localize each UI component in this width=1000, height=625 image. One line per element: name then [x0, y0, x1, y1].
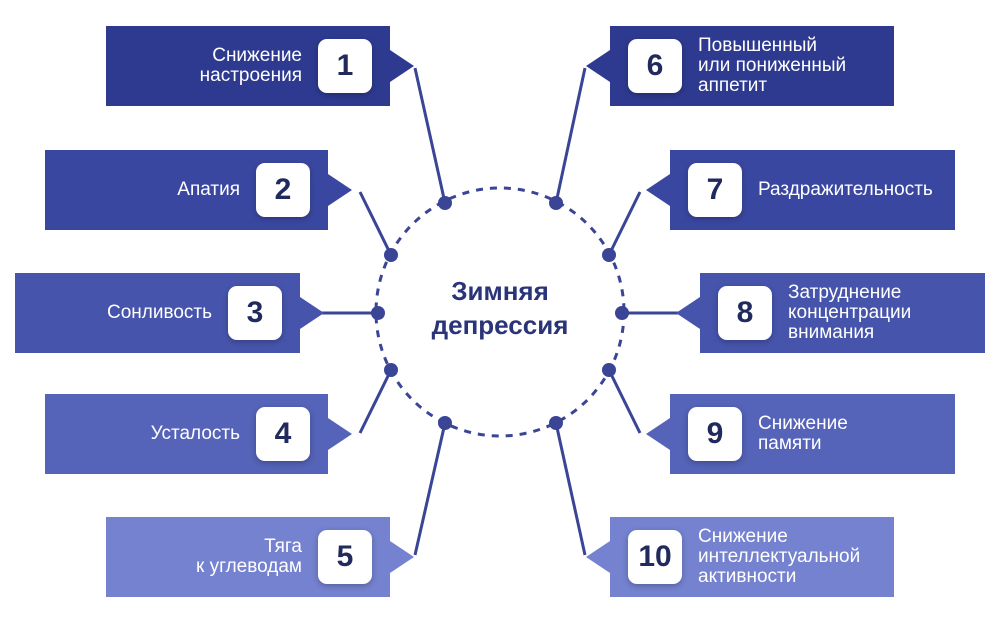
- connector-dot: [602, 363, 616, 377]
- connector-dot: [371, 306, 385, 320]
- connector-line: [358, 191, 393, 256]
- connector-line: [413, 67, 447, 204]
- pointer-arrow: [676, 297, 700, 329]
- connector-dot: [615, 306, 629, 320]
- pointer-arrow: [390, 541, 414, 573]
- symptom-box-1: Снижение настроения 1: [106, 26, 414, 106]
- pointer-arrow: [328, 418, 352, 450]
- connector-dot: [384, 363, 398, 377]
- pointer-arrow: [646, 418, 670, 450]
- pointer-arrow: [390, 50, 414, 82]
- center-title: Зимняя депрессия: [400, 274, 600, 342]
- center-title-line: депрессия: [431, 310, 569, 340]
- symptom-box-8: 8 Затруднение концентрации внимания: [676, 273, 985, 353]
- symptom-number-badge: 2: [256, 163, 310, 217]
- symptom-label: Сонливость: [106, 302, 212, 323]
- symptom-label: Тяга к углеводам: [195, 536, 302, 577]
- connector-dot: [384, 248, 398, 262]
- connector-dot: [549, 416, 563, 430]
- symptom-label: Снижение памяти: [758, 413, 848, 454]
- symptom-label: Раздражительность: [758, 179, 933, 200]
- symptom-label: Усталость: [150, 423, 240, 444]
- symptom-box-4: Усталость 4: [45, 394, 352, 474]
- connector-line: [554, 67, 587, 204]
- pointer-arrow: [300, 297, 324, 329]
- symptom-number-badge: 9: [688, 407, 742, 461]
- symptom-box-2: Апатия 2: [45, 150, 352, 230]
- symptom-label: Снижение интеллектуальной активности: [698, 526, 861, 587]
- symptom-number-badge: 3: [228, 286, 282, 340]
- symptom-box-10: 10 Снижение интеллектуальной активности: [586, 517, 894, 597]
- connector-line: [413, 422, 447, 556]
- connector-dot: [549, 196, 563, 210]
- symptom-box-7: 7 Раздражительность: [646, 150, 955, 230]
- symptom-number-badge: 7: [688, 163, 742, 217]
- connector-dot: [438, 196, 452, 210]
- symptom-label: Повышенный или пониженный аппетит: [698, 35, 847, 96]
- pointer-arrow: [646, 174, 670, 206]
- connector-line: [607, 369, 642, 434]
- connector-line: [607, 191, 642, 256]
- pointer-arrow: [586, 50, 610, 82]
- symptom-box-6: 6 Повышенный или пониженный аппетит: [586, 26, 894, 106]
- pointer-arrow: [328, 174, 352, 206]
- symptom-label: Затруднение концентрации внимания: [788, 282, 912, 343]
- symptom-box-3: Сонливость 3: [15, 273, 324, 353]
- pointer-arrow: [586, 541, 610, 573]
- symptom-number-badge: 1: [318, 39, 372, 93]
- symptom-number-badge: 4: [256, 407, 310, 461]
- symptom-label: Апатия: [177, 179, 240, 200]
- symptom-box-5: Тяга к углеводам 5: [106, 517, 414, 597]
- connector-dot: [602, 248, 616, 262]
- connector-line: [358, 369, 393, 434]
- symptom-number-badge: 6: [628, 39, 682, 93]
- symptom-number-badge: 5: [318, 530, 372, 584]
- center-title-line: Зимняя: [451, 276, 549, 306]
- symptom-box-9: 9 Снижение памяти: [646, 394, 955, 474]
- connector-dot: [438, 416, 452, 430]
- symptom-number-badge: 10: [628, 530, 682, 584]
- connector-line: [554, 422, 587, 556]
- symptom-number-badge: 8: [718, 286, 772, 340]
- symptom-label: Снижение настроения: [199, 45, 302, 86]
